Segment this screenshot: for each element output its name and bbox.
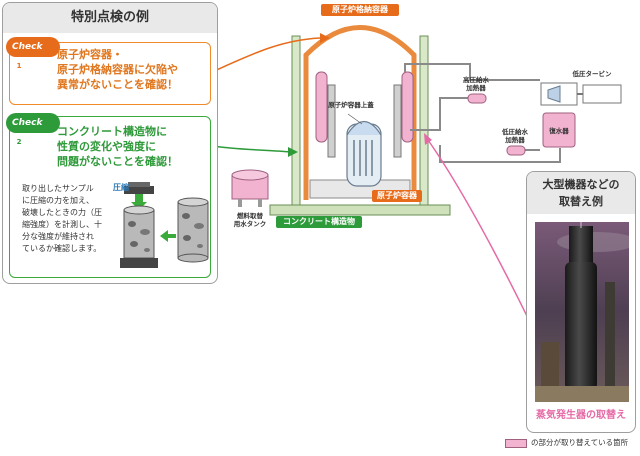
check2-arrow xyxy=(211,145,291,153)
check2-box xyxy=(9,116,211,278)
check2-badge-label: Check xyxy=(12,118,43,128)
fuel-tank-label-line2: 用水タンク xyxy=(233,220,267,228)
sample-line3: 破壊したときの力（圧 xyxy=(22,208,102,217)
sample-line5: 分な強度が維持され xyxy=(22,232,94,241)
check2-line3: 問題がないことを確認！ xyxy=(57,155,178,168)
lp-turbine xyxy=(540,82,622,106)
lp-heater-label-line1: 低圧給水 xyxy=(502,128,528,136)
steam-generator-right xyxy=(393,71,414,158)
reactor-vessel-label: 原子炉容器 xyxy=(372,190,422,202)
replacement-title-line1: 大型機器などの xyxy=(542,178,620,191)
fuel-tank-label-line1: 燃料取替 xyxy=(237,212,263,220)
compressed-sample-icon xyxy=(120,205,158,268)
check1-line2: 原子炉格納容器に欠陥や xyxy=(57,63,178,76)
check1-number: 1 xyxy=(14,61,24,71)
lp-turbine-label: 低圧タービン xyxy=(572,70,612,78)
sample-line1: 取り出したサンプル xyxy=(22,184,94,193)
panel-title: 特別点検の例 xyxy=(3,3,217,33)
condenser xyxy=(542,112,576,148)
sample-line2: に圧縮の力を加え、 xyxy=(22,196,94,205)
sample-line4: 縮強度）を計測し、十 xyxy=(22,220,102,229)
check2-badge: Check 2 xyxy=(6,113,60,147)
steam-generator-left xyxy=(315,71,336,158)
lp-heater-label: 低圧給水 加熱器 xyxy=(497,128,533,144)
reactor-vessel xyxy=(346,120,382,187)
check1-text: 原子炉容器・ 原子炉格納容器に欠陥や 異常がないことを確認！ xyxy=(57,47,211,92)
hp-heater-label-line1: 高圧給水 xyxy=(463,76,489,84)
legend-text: の部分が取り替えている箇所 xyxy=(531,438,629,447)
concrete-structure-label: コンクリート構造物 xyxy=(276,216,362,228)
containment-vessel xyxy=(303,25,417,200)
check2-number: 2 xyxy=(14,137,24,147)
photo-caption: 蒸気発生器の取替え xyxy=(536,410,626,421)
hp-heater-label: 高圧給水 加熱器 xyxy=(458,76,494,92)
arrow-left-icon xyxy=(160,230,176,242)
replacement-title-line2: 取替え例 xyxy=(559,195,603,208)
fuel-water-tank xyxy=(231,169,269,207)
check1-badge: Check 1 xyxy=(6,37,60,71)
hp-heater xyxy=(467,93,487,104)
steam-generator-photo xyxy=(535,222,629,402)
sample-line6: ているか確認します。 xyxy=(22,244,102,253)
lp-heater xyxy=(506,145,526,156)
press-plate-icon xyxy=(124,186,154,194)
replacement-title: 大型機器などの 取替え例 xyxy=(527,172,635,214)
check2-line1: コンクリート構造物に xyxy=(57,125,167,138)
compression-label: 圧縮 xyxy=(113,183,129,192)
containment-vessel-label: 原子炉格納容器 xyxy=(321,4,399,16)
check1-badge-label: Check xyxy=(12,42,43,52)
check2-text: コンクリート構造物に 性質の変化や強度に 問題がないことを確認！ xyxy=(57,124,211,169)
check1-arrow xyxy=(211,37,321,73)
reactor-lid-label: 原子炉容器上蓋 xyxy=(328,101,374,109)
concrete-samples xyxy=(120,182,209,268)
concrete-structure xyxy=(269,35,451,216)
check2-line2: 性質の変化や強度に xyxy=(57,140,156,153)
hp-heater-label-line2: 加熱器 xyxy=(466,84,486,92)
legend-swatch xyxy=(505,439,527,448)
core-sample-icon xyxy=(177,197,209,263)
fuel-water-tank-label: 燃料取替 用水タンク xyxy=(228,212,272,228)
check1-line3: 異常がないことを確認！ xyxy=(57,78,178,91)
condenser-label: 復水器 xyxy=(549,127,569,135)
check1-line1: 原子炉容器・ xyxy=(57,48,123,61)
sample-description: 取り出したサンプル に圧縮の力を加え、 破壊したときの力（圧 縮強度）を計測し、… xyxy=(22,183,122,255)
lp-heater-label-line2: 加熱器 xyxy=(505,136,525,144)
